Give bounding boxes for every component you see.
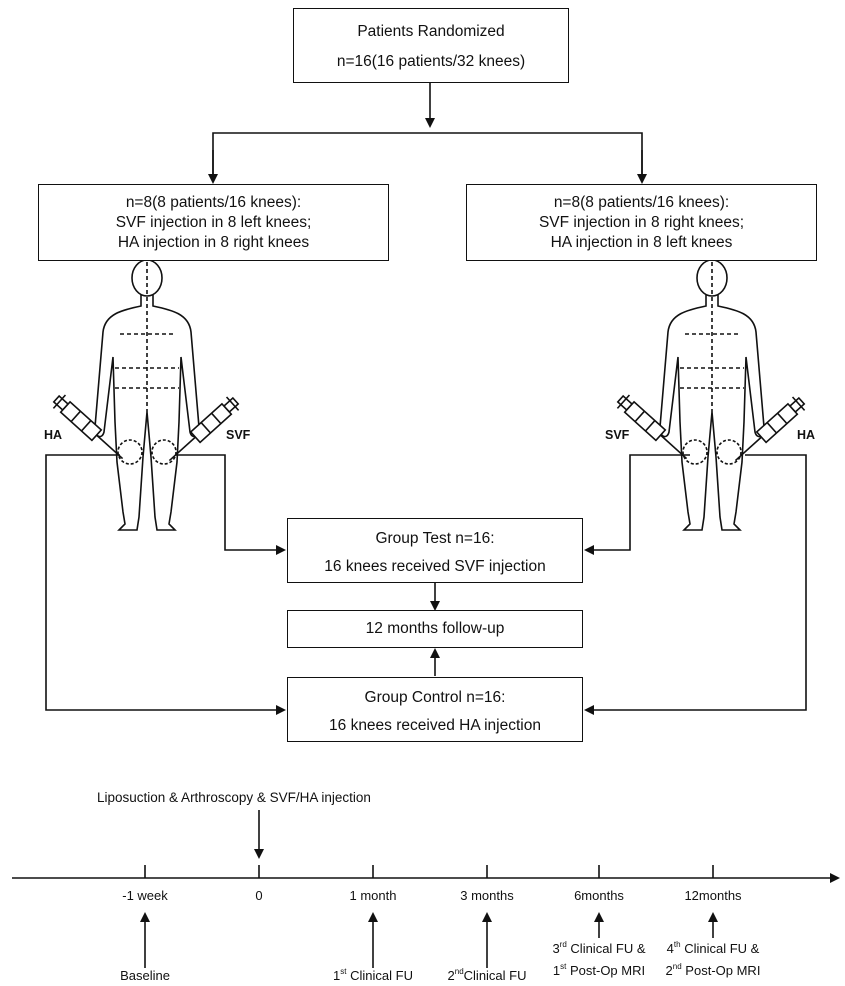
right-to-test xyxy=(584,454,690,555)
event-baseline: Baseline xyxy=(120,968,170,983)
top-box-line2: n=16(16 patients/32 knees) xyxy=(336,53,526,70)
left-arm-line1: n=8(8 patients/16 knees): xyxy=(125,194,302,211)
left-arm-line3: HA injection in 8 right knees xyxy=(117,234,310,251)
right-body-figure-icon xyxy=(659,259,765,531)
event-1st-post-op-mri: 1st Post-Op MRI xyxy=(552,961,646,978)
right-arm-box: n=8(8 patients/16 knees): SVF injection … xyxy=(466,184,817,261)
split-line xyxy=(212,132,643,175)
group-control-line2: 16 knees received HA injection xyxy=(329,717,541,734)
top-box-line1: Patients Randomized xyxy=(357,23,505,40)
right-needle-label-svf: SVF xyxy=(605,428,630,442)
right-arm-line3: HA injection in 8 left knees xyxy=(550,234,733,251)
right-syringe-svf-icon xyxy=(616,394,688,460)
right-arm-line1: n=8(8 patients/16 knees): xyxy=(553,194,730,211)
right-arm-line2: SVF injection in 8 right knees; xyxy=(538,214,745,231)
patients-randomized-box: Patients Randomized n=16(16 patients/32 … xyxy=(293,8,569,83)
tick-label-minus1week: -1 week xyxy=(122,888,168,903)
left-needle-label-ha: HA xyxy=(44,428,63,442)
tick-label-12months: 12months xyxy=(684,888,742,903)
tick-label-3months: 3 months xyxy=(460,888,514,903)
left-syringe-svf-icon xyxy=(168,396,240,462)
event-1st-clinical-fu: 1st Clinical FU xyxy=(333,966,413,983)
event-2nd-clinical-fu: 2ndClinical FU xyxy=(447,966,527,983)
group-control-box: Group Control n=16: 16 knees received HA… xyxy=(287,677,583,742)
left-arm-box: n=8(8 patients/16 knees): SVF injection … xyxy=(38,184,389,261)
tick-label-0: 0 xyxy=(255,888,263,903)
event-4th-clinical-fu: 4th Clinical FU & xyxy=(666,939,760,956)
right-to-control xyxy=(584,454,807,715)
group-test-line1: Group Test n=16: xyxy=(375,530,495,547)
left-syringe-ha-icon xyxy=(52,394,124,460)
event-2nd-post-op-mri: 2nd Post-Op MRI xyxy=(665,961,761,978)
followup-box: 12 months follow-up xyxy=(287,610,583,648)
right-needle-label-ha: HA xyxy=(797,428,816,442)
right-syringe-ha-icon xyxy=(734,396,806,462)
tick-label-6months: 6months xyxy=(574,888,624,903)
tick-label-1month: 1 month xyxy=(349,888,397,903)
procedure-label: Liposuction & Arthroscopy & SVF/HA injec… xyxy=(97,790,371,805)
left-body-figure-icon xyxy=(94,259,200,531)
followup-label: 12 months follow-up xyxy=(365,620,505,637)
left-arm-line2: SVF injection in 8 left knees; xyxy=(115,214,312,231)
left-needle-label-svf: SVF xyxy=(226,428,251,442)
group-test-line2: 16 knees received SVF injection xyxy=(324,558,546,575)
event-3rd-clinical-fu: 3rd Clinical FU & xyxy=(552,939,646,956)
left-to-test xyxy=(175,454,286,555)
left-to-control xyxy=(45,454,286,715)
group-control-line1: Group Control n=16: xyxy=(364,689,506,706)
group-test-box: Group Test n=16: 16 knees received SVF i… xyxy=(287,518,583,583)
